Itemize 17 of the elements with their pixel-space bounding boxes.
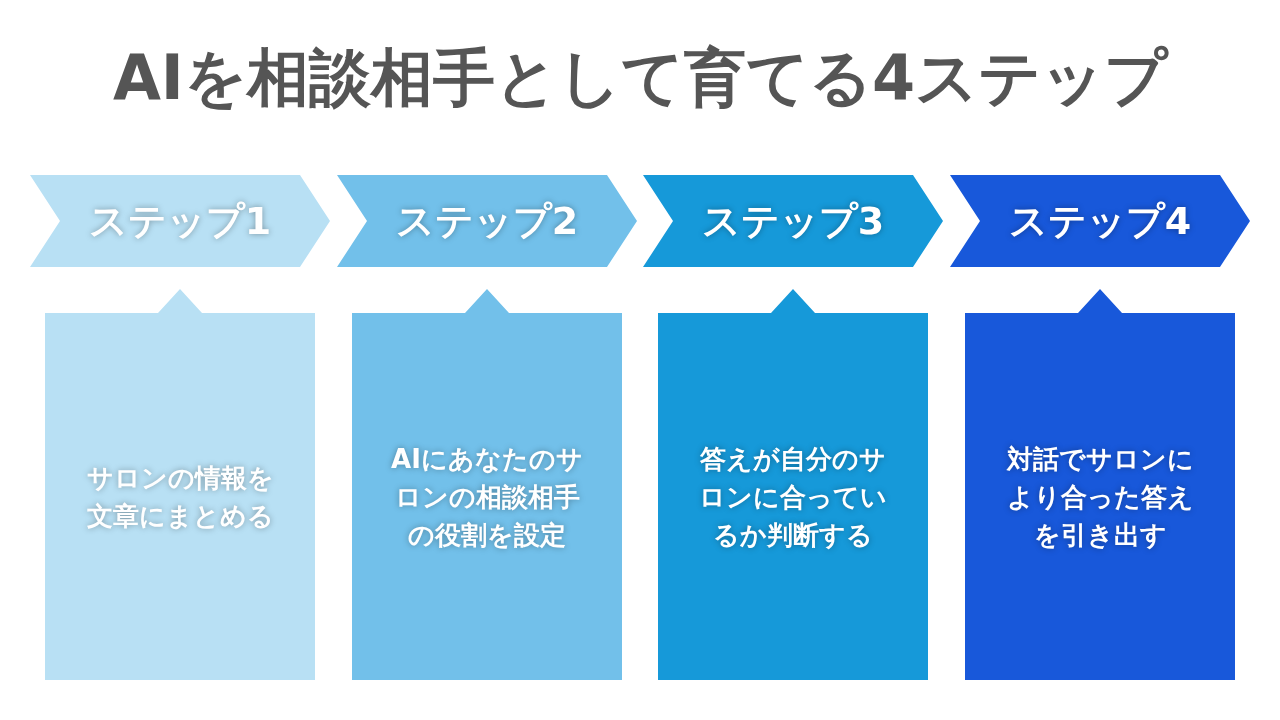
- description-box: [45, 289, 315, 680]
- description-box: [965, 289, 1235, 680]
- step-description: AIにあなたのサロンの相談相手の役割を設定: [390, 442, 584, 552]
- step-heading-banner: [337, 175, 637, 267]
- step-heading-banner: [950, 175, 1250, 267]
- step-heading-banner: [30, 175, 330, 267]
- step-label: ステップ3: [700, 198, 886, 244]
- description-box: [352, 289, 622, 680]
- step-label: ステップ4: [1007, 198, 1193, 244]
- title: AIを相談相手として育てる4ステップ: [111, 40, 1170, 116]
- step-label: ステップ1: [87, 198, 273, 244]
- description-box: [658, 289, 928, 680]
- step-heading-banner: [643, 175, 943, 267]
- step-description: 答えが自分のサロンに合っているか判断する: [698, 442, 888, 552]
- step-description: サロンの情報を文章にまとめる: [85, 461, 275, 533]
- step-label: ステップ2: [394, 198, 580, 244]
- step-description: 対話でサロンにより合った答えを引き出す: [1005, 442, 1195, 552]
